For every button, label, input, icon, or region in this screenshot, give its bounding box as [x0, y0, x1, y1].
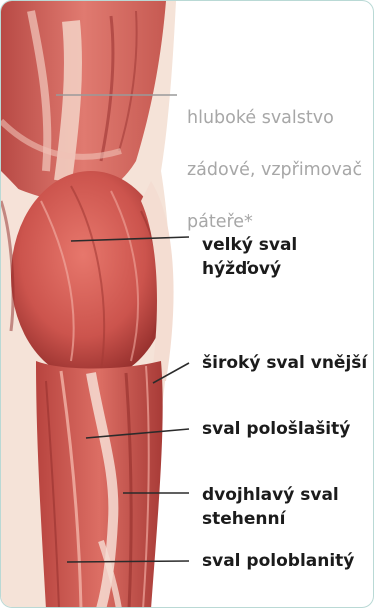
- label-semitendinosus: sval pološlašitý: [202, 417, 350, 441]
- label-gluteus-maximus: velký sval hýžďový: [202, 233, 297, 281]
- thigh-muscles: [36, 361, 163, 608]
- label-vastus-lateralis: široký sval vnější: [202, 351, 367, 375]
- leader-line-semimembranosus: [67, 561, 189, 562]
- label-biceps-femoris: dvojhlavý sval stehenní: [202, 483, 339, 531]
- label-semimembranosus: sval poloblanitý: [202, 549, 354, 573]
